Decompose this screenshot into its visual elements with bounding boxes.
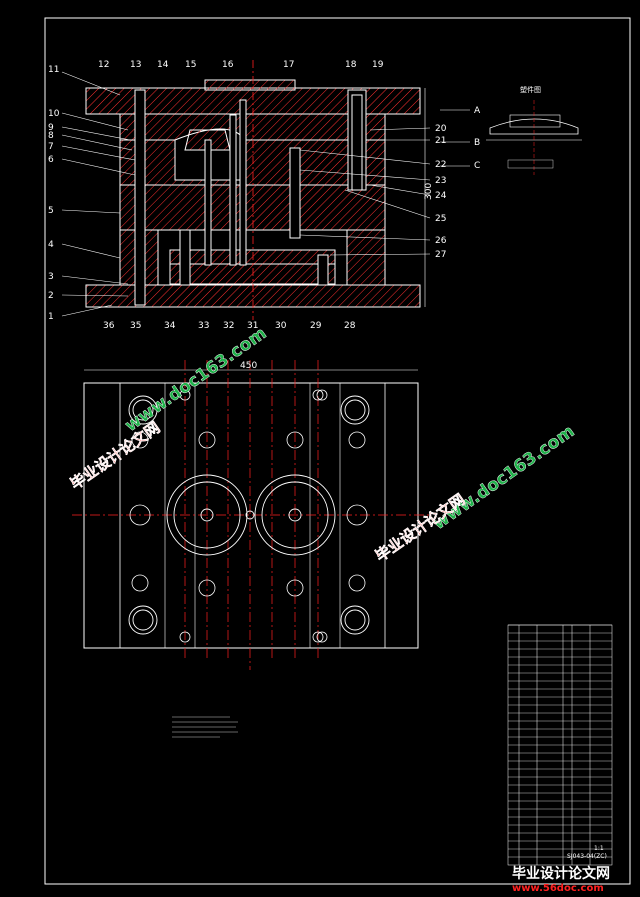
guide-bushes	[128, 395, 370, 635]
footer-brand: 毕业设计论文网 www.56doc.com	[512, 864, 638, 894]
section-view	[61, 60, 470, 320]
part-sketch-title: 塑件图	[520, 85, 541, 94]
part-label: B	[474, 138, 480, 148]
part-label: 32	[223, 321, 234, 331]
part-label: 1	[48, 312, 54, 322]
part-label: 9	[48, 123, 54, 133]
part-label: 16	[222, 60, 234, 70]
guide-pillar-left	[134, 89, 146, 306]
scale-text: 1:1	[594, 845, 604, 852]
part-label: C	[474, 161, 480, 171]
part-label: 30	[275, 321, 287, 331]
part-label: 12	[98, 60, 109, 70]
bolt-holes	[129, 389, 368, 643]
guide-pin-right	[351, 94, 363, 191]
part-label: 20	[435, 124, 447, 134]
watermark-4: 毕业设计论文网	[372, 490, 469, 565]
footer-brand-url: www.56doc.com	[512, 882, 604, 894]
part-label: 34	[164, 321, 176, 331]
part-label: 10	[48, 109, 60, 119]
part-label: 23	[435, 176, 446, 186]
width-dim-text: 450	[240, 361, 257, 371]
sheet-border	[44, 17, 631, 885]
svg-text:www.doc163.com: www.doc163.com	[121, 323, 270, 436]
part-label: 27	[435, 250, 446, 260]
part-sketch	[486, 100, 582, 175]
ejector-plate	[169, 263, 336, 285]
ejector-retainer-plate	[169, 249, 336, 265]
leaders-right	[299, 127, 431, 256]
support-pillar	[179, 229, 191, 286]
ejector-pin-1	[204, 139, 212, 266]
cavities	[166, 474, 336, 556]
part-label: 7	[48, 142, 54, 152]
plan-view	[72, 360, 430, 738]
part-label: 17	[283, 60, 294, 70]
leaders-left	[61, 71, 136, 317]
part-label: A	[474, 106, 481, 116]
stop-pin	[317, 254, 329, 286]
sprue-puller	[229, 114, 237, 266]
parts-table-rows	[508, 624, 612, 858]
part-label: 15	[185, 60, 196, 70]
part-label: 2	[48, 291, 54, 301]
plan-centerlines-v	[184, 360, 319, 670]
svg-text:毕业设计论文网: 毕业设计论文网	[67, 418, 163, 493]
part-label: 3	[48, 272, 54, 282]
tech-notes	[172, 716, 238, 738]
part-label: 4	[48, 240, 54, 250]
part-label: 35	[130, 321, 141, 331]
b-plate	[119, 184, 386, 231]
svg-text:毕业设计论文网: 毕业设计论文网	[372, 490, 468, 565]
a-plate	[119, 139, 386, 186]
drawing-number: SJ043-04(ZC)	[567, 853, 607, 860]
ejector-pin-2	[239, 99, 247, 266]
part-label: 11	[48, 65, 59, 75]
part-label: 22	[435, 160, 446, 170]
part-label: 31	[247, 321, 258, 331]
part-label: 21	[435, 136, 446, 146]
return-pin	[289, 147, 301, 239]
section-marker-lines	[440, 109, 470, 167]
part-label: 24	[435, 191, 447, 201]
part-label: 25	[435, 214, 446, 224]
part-label: 18	[345, 60, 357, 70]
part-label: 19	[372, 60, 384, 70]
spacer-block-right	[346, 229, 386, 286]
part-label: 36	[103, 321, 115, 331]
watermark-1: www.doc163.com	[121, 323, 270, 436]
svg-text:www.doc163.com: www.doc163.com	[429, 421, 578, 534]
watermark-3: www.doc163.com	[429, 421, 578, 534]
part-label: 33	[198, 321, 209, 331]
height-dim-text: 300	[424, 183, 434, 200]
part-label: 5	[48, 206, 54, 216]
part-label: 26	[435, 236, 447, 246]
part-label: 6	[48, 155, 54, 165]
sprue-bushing-head	[204, 79, 296, 91]
footer-brand-cn: 毕业设计论文网	[512, 865, 610, 882]
part-label: 29	[310, 321, 322, 331]
part-label: 13	[130, 60, 141, 70]
runner-plate	[119, 113, 386, 141]
watermark-2: 毕业设计论文网	[67, 418, 164, 493]
part-label: 14	[157, 60, 169, 70]
part-label: 28	[344, 321, 356, 331]
part-label: 8	[48, 131, 54, 141]
